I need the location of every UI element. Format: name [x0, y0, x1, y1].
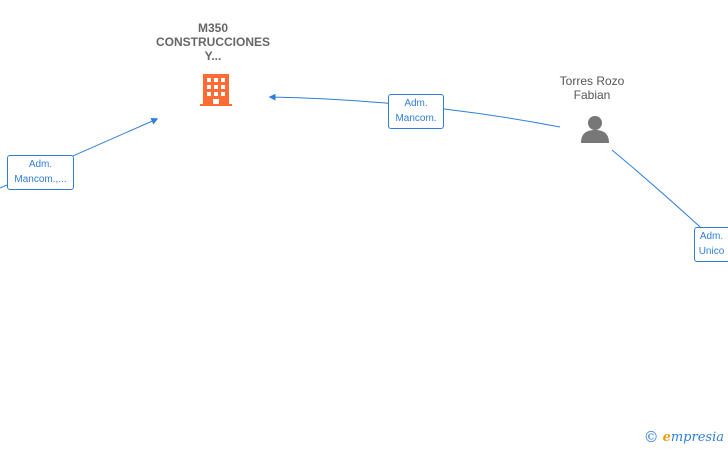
- company-name-line-3: Y...: [204, 49, 222, 63]
- edge-label-right-line-2: Unico: [698, 246, 725, 257]
- edge-label-right[interactable]: Adm. Unico: [694, 227, 728, 262]
- empresia-watermark: © empresia: [644, 428, 724, 446]
- edge-label-left-line-1: Adm.: [28, 159, 53, 170]
- edge-label-middle[interactable]: Adm. Mancom.: [388, 94, 444, 129]
- building-icon[interactable]: [200, 72, 232, 106]
- edge-label-left-line-2: Mancom.,...: [14, 174, 67, 185]
- company-name-line-1: M350: [197, 21, 229, 35]
- person-icon[interactable]: [580, 114, 610, 144]
- person-name[interactable]: Torres Rozo Fabian: [542, 74, 642, 102]
- edge-label-middle-line-1: Adm.: [404, 98, 428, 109]
- copyright-icon: ©: [643, 428, 659, 446]
- company-name[interactable]: M350 CONSTRUCCIONES Y...: [143, 21, 283, 63]
- brand-logo: empresia: [662, 429, 724, 445]
- edge-right-line: [611, 149, 711, 237]
- edge-label-middle-line-2: Mancom.: [395, 113, 437, 124]
- person-name-line-2: Fabian: [573, 88, 611, 102]
- edge-label-right-line-1: Adm.: [699, 231, 724, 242]
- person-name-line-1: Torres Rozo: [559, 74, 625, 88]
- edge-label-left[interactable]: Adm. Mancom.,...: [7, 155, 74, 190]
- company-name-line-2: CONSTRUCCIONES: [155, 35, 270, 49]
